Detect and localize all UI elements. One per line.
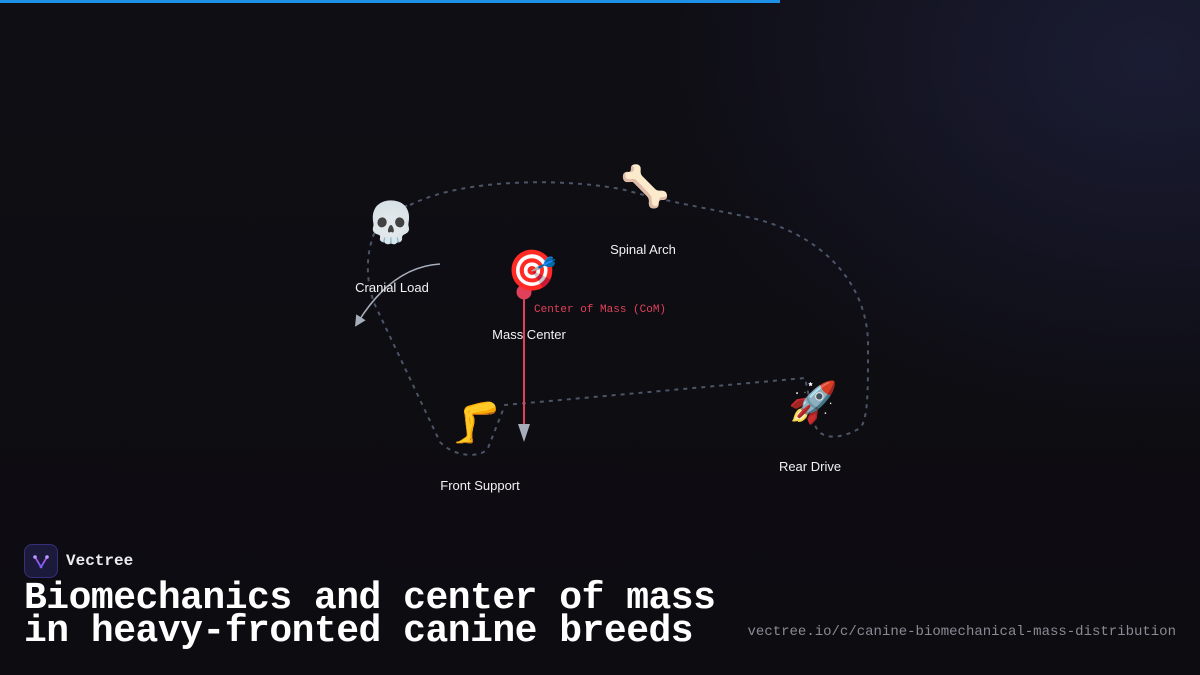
progress-bar-fill	[0, 0, 780, 3]
com-gravity-arrowhead	[518, 424, 530, 442]
source-url[interactable]: vectree.io/c/canine-biomechanical-mass-d…	[747, 624, 1176, 640]
node-cranial-load[interactable]: 💀 Cranial Load	[355, 199, 429, 295]
node-label-front-support: Front Support	[440, 478, 520, 493]
node-mass-center[interactable]: 🎯 Mass Center	[492, 248, 566, 342]
com-annotation: Center of Mass (CoM)	[534, 304, 666, 316]
node-label-spinal-arch: Spinal Arch	[610, 242, 676, 257]
com-point	[516, 284, 532, 300]
node-label-rear-drive: Rear Drive	[779, 459, 841, 474]
node-front-support[interactable]: 🦵 Front Support	[440, 399, 520, 493]
bone-icon: 🦴	[620, 162, 670, 210]
body-outline	[366, 181, 870, 456]
node-label-mass-center: Mass Center	[492, 327, 566, 342]
cranial-load-arrow	[355, 263, 441, 327]
skull-icon: 💀	[366, 199, 416, 246]
page-title: Biomechanics and center of mass in heavy…	[24, 577, 716, 653]
progress-bar	[0, 0, 1200, 3]
node-rear-drive[interactable]: 🚀 Rear Drive	[779, 379, 841, 474]
brand: Vectree	[24, 544, 133, 578]
leg-icon: 🦵	[451, 399, 501, 446]
target-icon: 🎯	[507, 248, 557, 294]
vector-tree-icon	[24, 544, 58, 578]
node-spinal-arch[interactable]: 🦴 Spinal Arch	[610, 162, 676, 257]
rocket-icon: 🚀	[788, 379, 838, 426]
brand-name: Vectree	[66, 552, 134, 570]
node-label-cranial-load: Cranial Load	[355, 280, 429, 295]
